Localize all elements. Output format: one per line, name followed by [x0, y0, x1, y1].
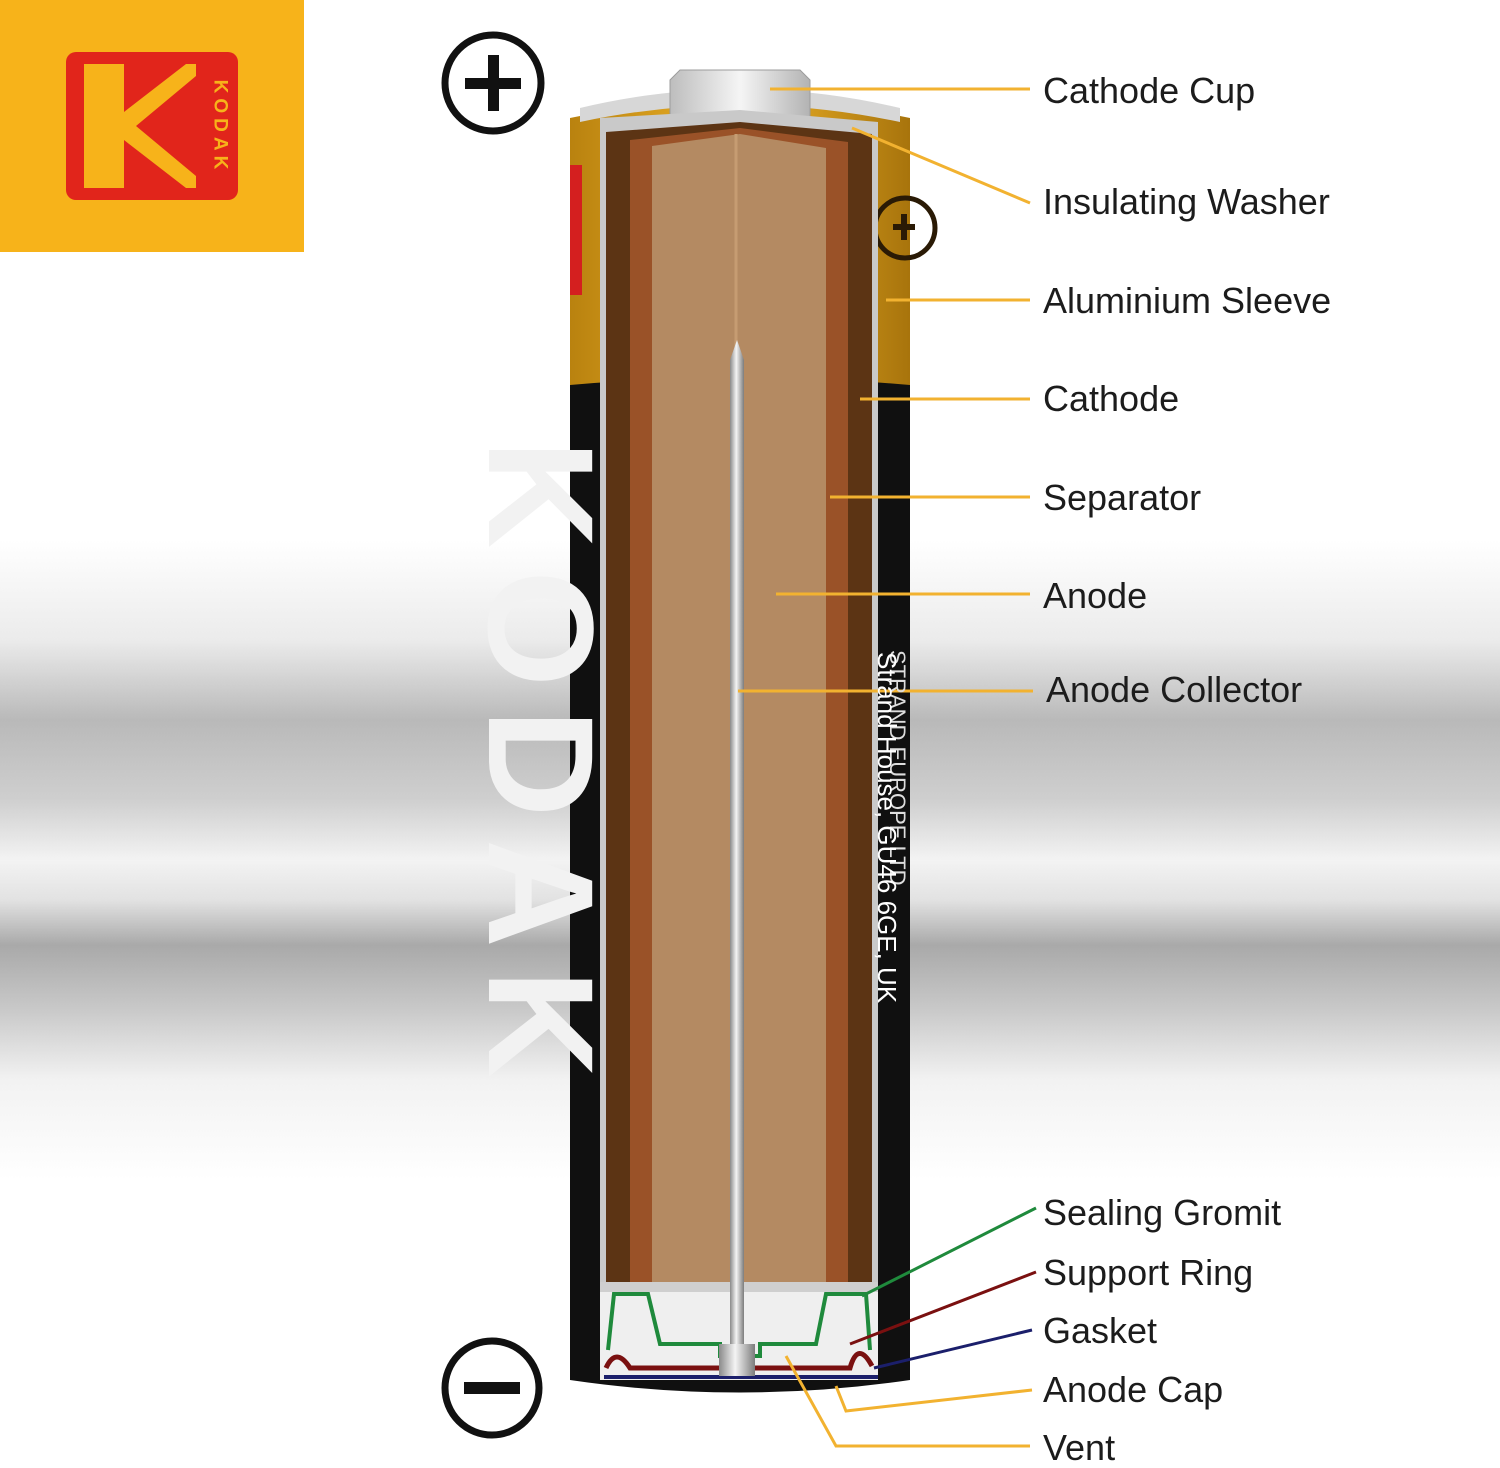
kodak-logo-mark: KODAK [66, 52, 238, 200]
label-vent: Vent [1043, 1427, 1116, 1468]
label-gasket: Gasket [1043, 1310, 1158, 1351]
kodak-logo: KODAK [0, 0, 304, 252]
label-cathode-cup: Cathode Cup [1043, 70, 1256, 111]
negative-terminal-icon [441, 1337, 543, 1439]
label-insulating-washer: Insulating Washer [1043, 181, 1330, 222]
battery-address-text: Strand House, GU46 6GE, UK [872, 652, 902, 1004]
label-cathode: Cathode [1043, 378, 1180, 419]
label-sealing-gromit: Sealing Gromit [1043, 1192, 1282, 1233]
label-separator: Separator [1043, 477, 1202, 518]
label-aluminium-sleeve: Aluminium Sleeve [1043, 280, 1332, 321]
label-anode-cap: Anode Cap [1043, 1369, 1224, 1410]
battery-cutaway [600, 110, 878, 1380]
label-support-ring: Support Ring [1043, 1252, 1254, 1293]
label-anode: Anode [1043, 575, 1148, 616]
leader-sealing-gromit [861, 1206, 1037, 1298]
leader-support-ring [849, 1270, 1037, 1346]
leader-gasket [873, 1328, 1033, 1370]
battery-brand-text: KODAK [457, 440, 625, 1100]
positive-terminal-icon [441, 31, 545, 135]
kodak-k-icon [84, 64, 196, 188]
anode-collector-pin [730, 340, 744, 1372]
leader-anode-cap [834, 1385, 1033, 1413]
leader-insulating-washer [851, 126, 1031, 205]
label-anode-collector: Anode Collector [1046, 669, 1303, 710]
leader-vent [784, 1355, 1030, 1448]
leader-lines [738, 87, 1037, 1448]
